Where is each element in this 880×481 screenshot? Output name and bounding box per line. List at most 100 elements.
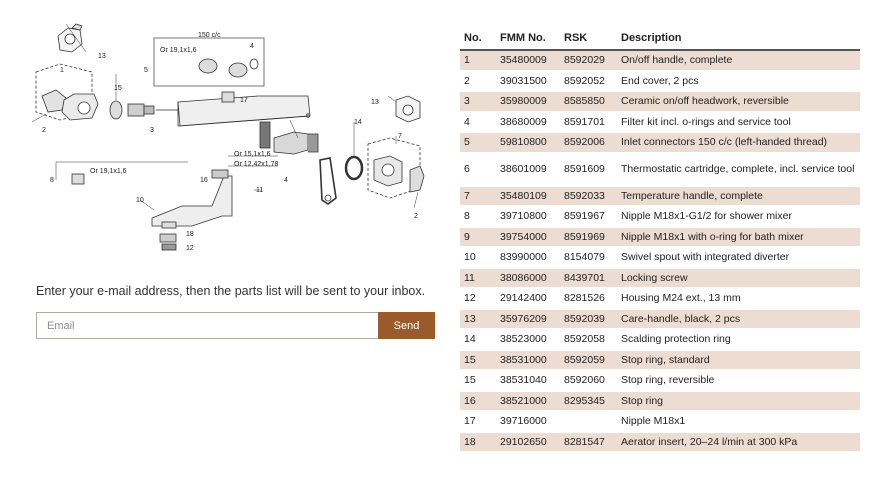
cell-no: 9 (460, 226, 496, 248)
label-12: 12 (186, 245, 194, 252)
label-17: 17 (240, 97, 248, 104)
cell-fmm-number: 35480009 (496, 50, 560, 72)
label-or-12: Or 12,42x1,78 (234, 161, 278, 168)
cell-rsk: 8154079 (560, 247, 617, 269)
cell-fmm-number: 35980009 (496, 91, 560, 113)
cell-description: Nipple M18x1 (617, 411, 860, 433)
cell-description: Care-handle, black, 2 pcs (617, 308, 860, 330)
cell-rsk: 8591967 (560, 206, 617, 228)
email-input[interactable] (36, 312, 378, 339)
cell-no: 12 (460, 288, 496, 310)
cell-no: 15 (460, 349, 496, 371)
label-2: 2 (42, 127, 46, 134)
cell-fmm-number: 39716000 (496, 411, 560, 433)
cell-rsk: 8439701 (560, 267, 617, 289)
cell-fmm-number: 39710800 (496, 206, 560, 228)
table-header-row: No. FMM No. RSK Description (460, 26, 860, 51)
filter-lever-part-4 (319, 157, 337, 205)
cell-rsk: 8591609 (560, 152, 617, 187)
cell-rsk: 8585850 (560, 91, 617, 113)
email-form: Send (36, 312, 435, 339)
headwork-part-3 (109, 100, 178, 120)
label-10: 10 (136, 197, 144, 204)
label-150cc: 150 c/c (198, 32, 221, 39)
label-2-right: 2 (414, 213, 418, 220)
temperature-handle-part-7 (367, 137, 425, 199)
email-prompt-text: Enter your e-mail address, then the part… (36, 284, 426, 298)
cell-fmm-number: 39754000 (496, 226, 560, 248)
cell-description: Scalding protection ring (617, 329, 860, 351)
cell-fmm-number: 38531040 (496, 370, 560, 392)
cell-rsk: 8592052 (560, 70, 617, 92)
cell-description: Stop ring, reversible (617, 370, 860, 392)
label-13: 13 (98, 53, 106, 60)
cell-no: 6 (460, 152, 496, 187)
cell-fmm-number: 35976209 (496, 308, 560, 330)
cell-description: Ceramic on/off headwork, reversible (617, 91, 860, 113)
cell-no: 15 (460, 370, 496, 392)
cell-description: On/off handle, complete (617, 50, 860, 72)
cell-no: 5 (460, 132, 496, 154)
thermostatic-cartridge-part-6 (273, 131, 319, 155)
mixer-body (177, 95, 311, 149)
cell-rsk: 8295345 (560, 390, 617, 412)
inlet-connectors-part-5 (153, 37, 265, 87)
cell-description: Housing M24 ext., 13 mm (617, 288, 860, 310)
scalding-protection-ring-part-14 (344, 155, 364, 181)
cell-fmm-number: 83990000 (496, 247, 560, 269)
cell-description: Thermostatic cartridge, complete, incl. … (617, 152, 860, 187)
cell-rsk: 8592029 (560, 50, 617, 72)
label-or-15: Or 15,1x1,6 (234, 151, 271, 158)
label-6: 6 (306, 113, 310, 120)
care-handle-part-13-right (395, 95, 421, 123)
cell-no: 7 (460, 185, 496, 207)
cell-rsk: 8281526 (560, 288, 617, 310)
label-4-top: 4 (250, 43, 254, 50)
label-14: 14 (354, 119, 362, 126)
cell-rsk: 8281547 (560, 431, 617, 453)
cell-fmm-number: 29102650 (496, 431, 560, 453)
cell-description: Nipple M18x1-G1/2 for shower mixer (617, 206, 860, 228)
column-header-no: No. (460, 26, 496, 51)
label-13-right: 13 (371, 99, 379, 106)
label-or-19-a: Or 19,1x1,6 (160, 47, 197, 54)
cell-fmm-number: 38680009 (496, 111, 560, 133)
label-16: 16 (200, 177, 208, 184)
column-header-fmm: FMM No. (496, 26, 560, 51)
label-5: 5 (144, 67, 148, 74)
cell-rsk (560, 411, 617, 433)
nipple-part-8 (71, 173, 85, 185)
cell-fmm-number: 38521000 (496, 390, 560, 412)
care-handle-part-13 (57, 23, 83, 53)
cell-description: Stop ring (617, 390, 860, 412)
send-button[interactable]: Send (378, 312, 435, 339)
label-15: 15 (114, 85, 122, 92)
label-18: 18 (186, 231, 194, 238)
cell-rsk: 8591701 (560, 111, 617, 133)
cell-no: 4 (460, 111, 496, 133)
nipple-part-17 (221, 91, 235, 103)
on-off-handle-part-1 (35, 63, 99, 121)
cell-rsk: 8592039 (560, 308, 617, 330)
label-or-19-b: Or 19,1x1,6 (90, 168, 127, 175)
cell-rsk: 8591969 (560, 226, 617, 248)
swivel-spout-part-10 (151, 169, 233, 251)
label-7: 7 (398, 133, 402, 140)
cell-no: 13 (460, 308, 496, 330)
cell-fmm-number: 38523000 (496, 329, 560, 351)
cell-no: 10 (460, 247, 496, 269)
cell-description: Nipple M18x1 with o-ring for bath mixer (617, 226, 860, 248)
